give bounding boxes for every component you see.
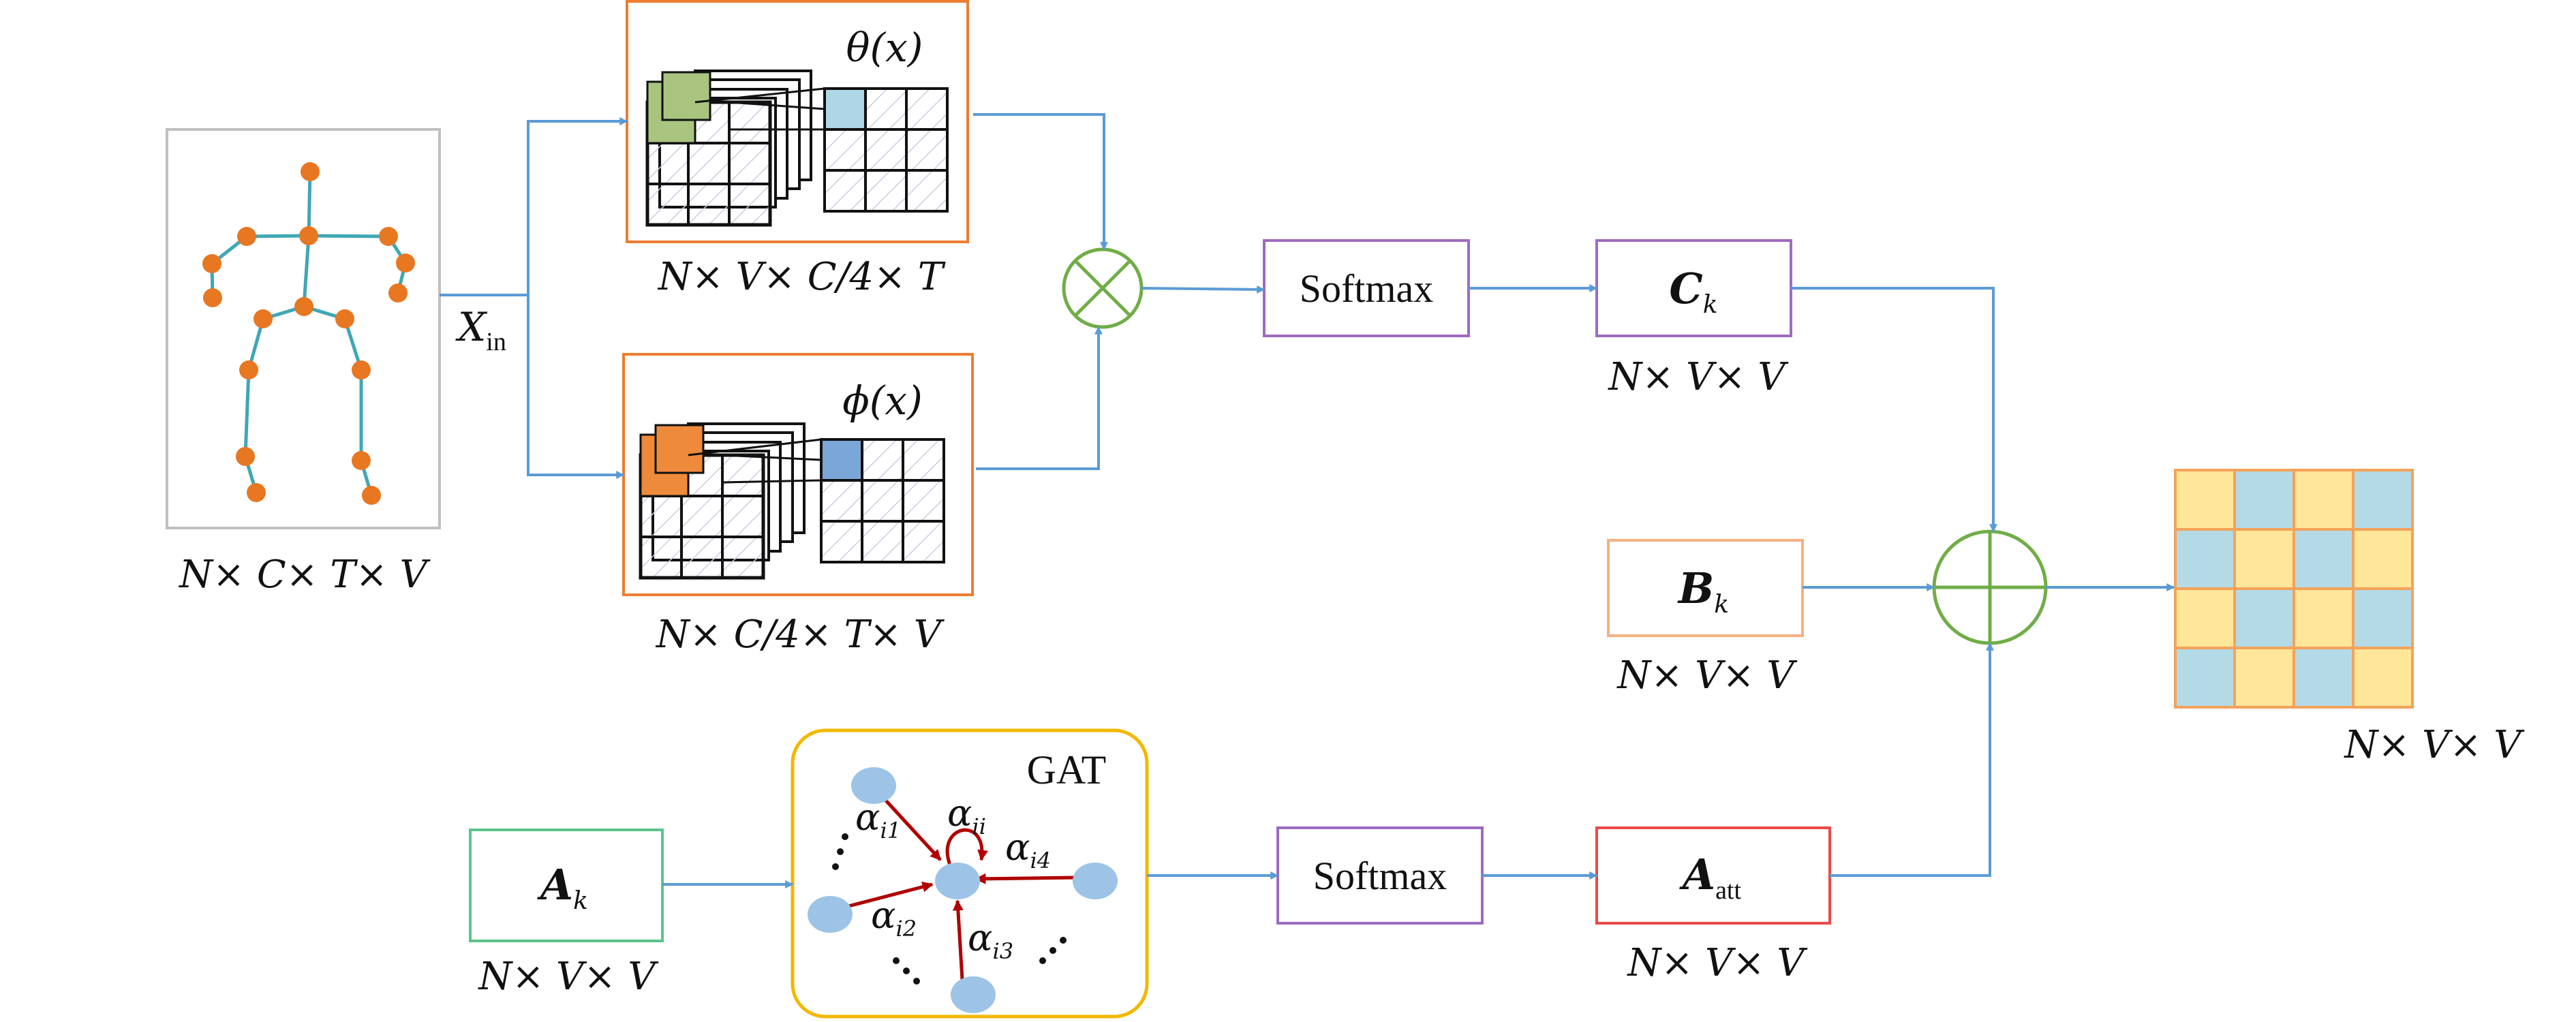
output-grid-cell <box>2352 587 2414 649</box>
gat-edges <box>848 799 1076 980</box>
gat-node <box>851 767 896 804</box>
joint <box>239 360 258 380</box>
theta-shape-label: N× V× C/4× T <box>657 255 946 299</box>
multiply-operator <box>1062 247 1144 329</box>
gat-node-center <box>935 863 980 899</box>
output-shape-label: N× V× V <box>2343 723 2525 767</box>
theta-label: θ(x) <box>846 25 923 71</box>
theta-grid <box>823 87 949 213</box>
output-grid-cell <box>2352 647 2414 709</box>
output-grid-cell <box>2352 528 2414 590</box>
theta-cube-stack <box>645 69 812 227</box>
joint <box>237 227 256 246</box>
output-grid-cell <box>2174 647 2236 709</box>
theta-projection-lines <box>694 87 825 131</box>
output-grid-cell <box>2233 587 2295 649</box>
arrows <box>440 113 2175 888</box>
output-grid-cell <box>2233 647 2295 709</box>
arrow-att-add <box>1830 642 1994 877</box>
att-matrix-label: Aatt <box>1679 850 1742 905</box>
joint <box>294 297 313 316</box>
output-grid-cell <box>2293 528 2355 590</box>
joint <box>335 309 354 328</box>
gat-node <box>951 976 996 1013</box>
output-grid-cell <box>2293 587 2355 649</box>
alpha-i1-label: αi1 <box>855 796 901 843</box>
alpha-i3-label: αi3 <box>968 916 1013 964</box>
att-matrix-shape-label: N× V× V <box>1626 941 1808 985</box>
alpha-ii-label: αii <box>947 792 986 839</box>
gat-node <box>808 896 853 933</box>
b-matrix-shape-label: N× V× V <box>1616 653 1798 698</box>
a-matrix-box <box>469 829 664 942</box>
arrow-multiply-softmax <box>1141 285 1266 294</box>
output-grid-cell <box>2293 647 2355 709</box>
joint <box>379 227 398 246</box>
gat-title: GAT <box>1027 747 1107 792</box>
b-matrix-box <box>1607 539 1804 637</box>
skeleton-joints <box>202 162 415 505</box>
arrow-c-add <box>1791 287 1997 533</box>
joint <box>203 288 222 307</box>
phi-highlight-cell <box>820 438 863 482</box>
theta-block: θ(x) N× V× C/4× T <box>626 0 969 299</box>
joint <box>362 486 381 505</box>
arrow-phi-multiply <box>976 326 1103 470</box>
joint <box>247 483 266 502</box>
output-grid-cell <box>2352 469 2414 531</box>
phi-shape-label: N× C/4× T× V <box>655 613 945 657</box>
joint <box>202 254 221 273</box>
joint <box>299 226 318 245</box>
gat-nodes <box>808 767 1118 1013</box>
add-operator <box>1932 529 2048 645</box>
joint <box>396 253 415 273</box>
output-grid <box>2174 469 2414 709</box>
input-shape-label: N× C× T× V <box>178 553 431 597</box>
output-grid-cell <box>2233 469 2295 531</box>
gat-block: GAT αi1 αii αi4 αi2 <box>791 728 1149 1019</box>
arrow-theta-multiply <box>973 113 1108 251</box>
a-matrix-shape-label: N× V× V <box>477 955 659 999</box>
output-grid-cell <box>2174 469 2236 531</box>
a-matrix-label: Ak <box>537 860 588 915</box>
phi-label: ϕ(x) <box>842 377 923 424</box>
alpha-i4-label: αi4 <box>1005 826 1051 873</box>
arrow-input-theta <box>440 117 628 296</box>
phi-cube-stack <box>639 422 806 580</box>
skeleton-frame <box>166 128 441 529</box>
c-matrix-label: Ck <box>1669 264 1717 319</box>
output-grid-cell <box>2233 528 2295 590</box>
softmax-top-label: Softmax <box>1300 266 1434 311</box>
x-in-label: Xin <box>455 304 506 356</box>
b-matrix-label: Bk <box>1677 563 1729 619</box>
alpha-i2-label: αi2 <box>871 894 917 942</box>
joint <box>254 309 273 328</box>
phi-grid <box>820 438 945 563</box>
arrow-input-phi <box>527 295 625 479</box>
phi-projection-lines <box>688 438 822 484</box>
joint <box>352 451 371 470</box>
joint <box>301 162 320 181</box>
output-grid-cell <box>2293 469 2355 531</box>
gat-ellipsis <box>832 833 1067 985</box>
phi-block: ϕ(x) N× C/4× T× V <box>622 353 974 657</box>
gat-node <box>1073 863 1118 899</box>
c-matrix-shape-label: N× V× V <box>1607 355 1789 399</box>
joint <box>388 283 408 303</box>
joint <box>352 360 371 380</box>
output-grid-cell <box>2174 528 2236 590</box>
skeleton-input: N× C× T× V <box>166 128 441 597</box>
output-grid-cell <box>2174 587 2236 649</box>
softmax-bottom-label: Softmax <box>1313 854 1447 898</box>
joint <box>236 447 255 466</box>
theta-highlight-cell <box>823 87 867 131</box>
